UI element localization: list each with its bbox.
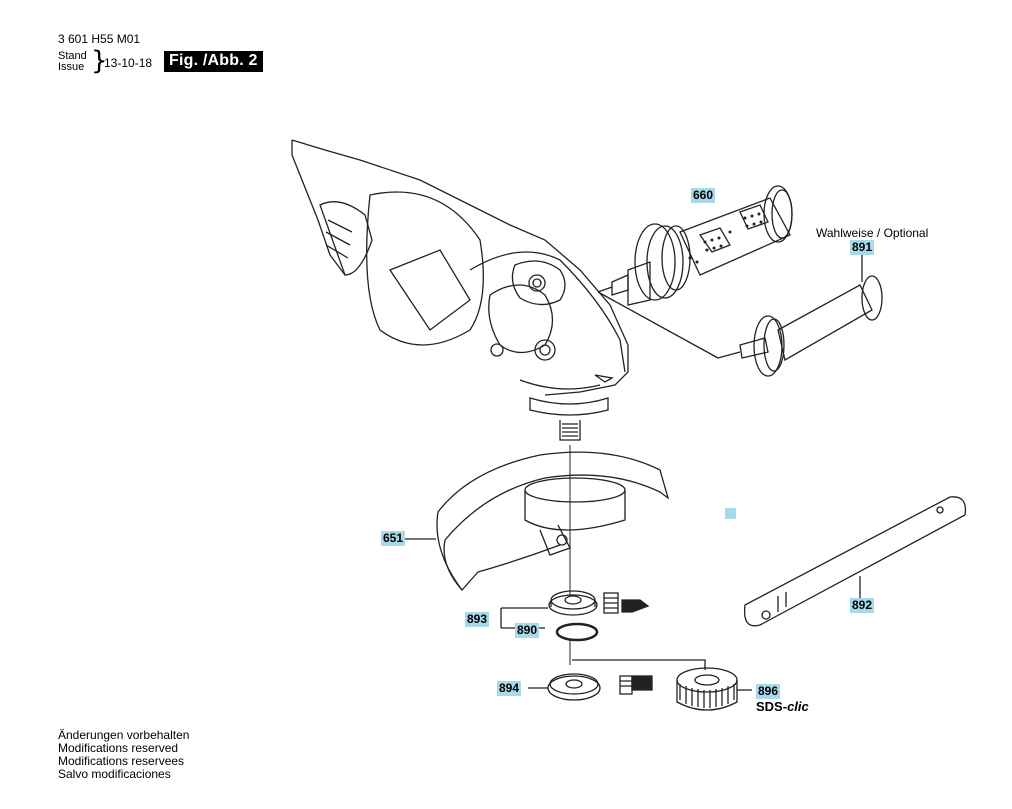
part-label-651: 651	[381, 531, 406, 546]
brace-glyph: }	[91, 46, 108, 76]
side-handle-660	[597, 185, 793, 306]
footer-line-1: Änderungen vorbehalten	[58, 728, 190, 742]
footer-line-2: Modifications reserved	[58, 741, 179, 755]
optional-handle-891	[597, 252, 883, 377]
document-number: 3 601 H55 M01	[58, 32, 141, 46]
sds-prefix: SDS-	[756, 699, 788, 714]
figure-label: Fig. /Abb. 2	[164, 51, 263, 72]
sds-clic-label: SDS-clic	[756, 699, 809, 714]
lock-nut-894	[528, 673, 601, 701]
issue-date: 13-10-18	[104, 56, 153, 70]
thread-icon-894	[619, 675, 653, 695]
part-label-660: 660	[691, 188, 716, 203]
spanner-892	[743, 496, 967, 627]
quick-nut-896	[572, 659, 752, 711]
part-label-896: 896	[756, 684, 781, 699]
stand-label: Stand	[58, 50, 87, 62]
part-label-894: 894	[497, 681, 522, 696]
sds-suffix: clic	[787, 699, 809, 714]
part-label-890: 890	[515, 623, 540, 638]
grinder-body	[291, 139, 629, 441]
footer-line-3: Modifications reservees	[58, 754, 185, 768]
guard-651	[405, 451, 670, 591]
thread-icon-893	[603, 592, 650, 614]
part-label-891: 891	[850, 240, 875, 255]
stand-issue-labels: Stand Issue	[58, 51, 87, 73]
issue-label: Issue	[58, 61, 85, 73]
part-label-893: 893	[465, 612, 490, 627]
flange-893	[500, 590, 598, 629]
optional-note: Wahlweise / Optional	[816, 226, 929, 240]
part-label-892: 892	[850, 598, 875, 613]
o-ring-890	[555, 622, 599, 642]
footer-line-4: Salvo modificaciones	[58, 767, 171, 781]
marker-square	[725, 508, 736, 519]
footer-notes: Änderungen vorbehalten Modifications res…	[58, 729, 189, 781]
